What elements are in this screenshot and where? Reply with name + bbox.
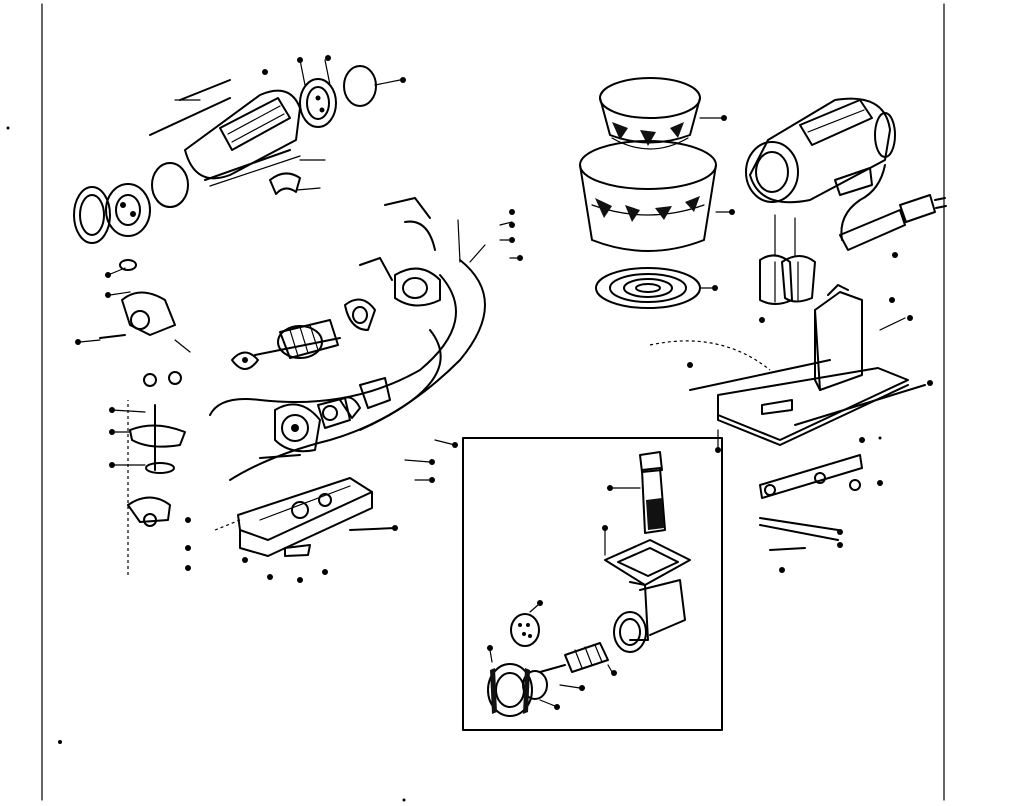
stand-hardware xyxy=(715,317,906,551)
armature-part xyxy=(231,319,341,370)
left-small-parts xyxy=(99,259,186,575)
gear-housing xyxy=(259,377,391,459)
scan-border-lines xyxy=(41,3,945,801)
cutter-and-ring-part xyxy=(487,645,617,717)
field-housing xyxy=(344,197,441,331)
callout-markers-left xyxy=(75,55,523,583)
grinder-body-part xyxy=(602,525,691,653)
grinding-plate-part xyxy=(510,600,543,647)
wiring-harness xyxy=(209,219,486,481)
callout-markers-right xyxy=(687,252,933,573)
mixing-bowls xyxy=(579,77,735,309)
inset-frame xyxy=(462,437,723,731)
beaters-part xyxy=(759,214,816,305)
scan-specks xyxy=(6,126,882,802)
callout-leaders-left xyxy=(79,59,521,481)
mixer-head-part xyxy=(745,97,896,204)
motor-housing-assembly xyxy=(73,55,523,583)
turntable-part xyxy=(595,267,718,309)
pusher-part xyxy=(607,451,666,534)
stand-base-part xyxy=(649,284,926,446)
food-grinder-inset xyxy=(462,437,723,731)
power-cord-part xyxy=(839,164,947,251)
auger-part xyxy=(539,642,609,673)
mixer-head-and-stand xyxy=(649,97,947,573)
end-cap-rings xyxy=(73,65,377,244)
large-bowl-part xyxy=(579,140,735,252)
top-cover-part xyxy=(149,79,301,187)
base-housing xyxy=(214,477,396,557)
small-bowl-part xyxy=(599,77,727,150)
